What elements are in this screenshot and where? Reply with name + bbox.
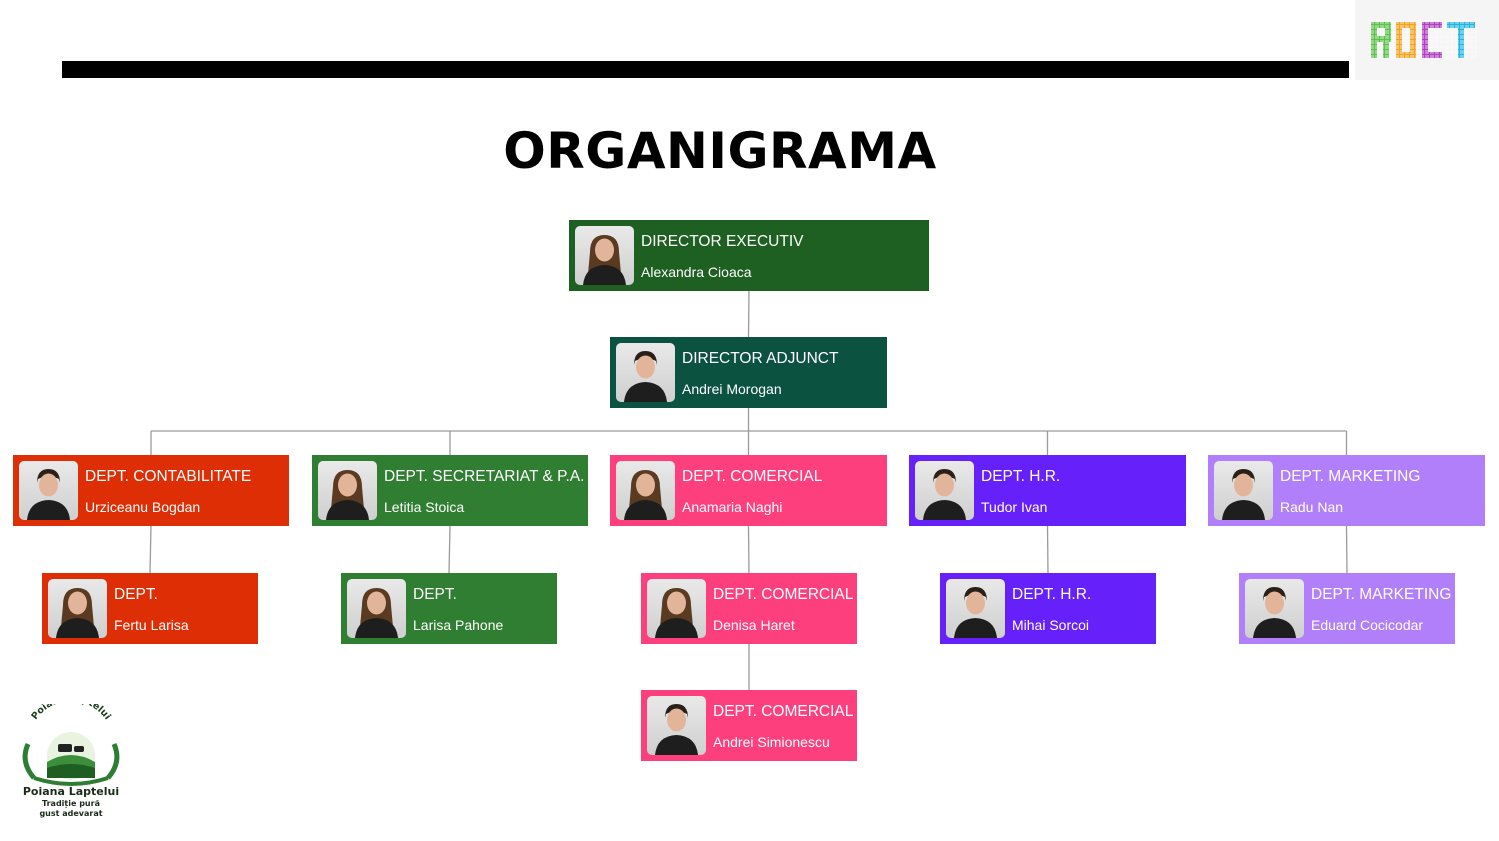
male-photo-icon xyxy=(946,579,1005,638)
node-role: DEPT. MARKETING xyxy=(1311,586,1452,603)
female-photo-icon xyxy=(48,579,107,638)
female-photo-icon xyxy=(318,461,377,520)
node-role: DIRECTOR EXECUTIV xyxy=(641,233,804,250)
node-role: DEPT. CONTABILITATE xyxy=(85,468,252,485)
header-bar xyxy=(62,61,1349,78)
node-role: DEPT. xyxy=(413,586,457,603)
node-person-name: Larisa Pahone xyxy=(413,617,504,633)
node-person-name: Mihai Sorcoi xyxy=(1012,617,1090,633)
page-title: ORGANIGRAMA xyxy=(503,122,937,180)
org-node-acc2: DEPT. Fertu Larisa xyxy=(42,573,258,644)
org-node-hr2: DEPT. H.R. Mihai Sorcoi xyxy=(940,573,1156,644)
org-node-com3: DEPT. COMERCIAL Andrei Simionescu xyxy=(641,690,857,761)
connector-hr-hr2 xyxy=(1046,525,1049,574)
logo-tagline-1: Tradiție pură xyxy=(42,799,100,809)
node-person-name: Fertu Larisa xyxy=(114,617,189,633)
male-photo-icon xyxy=(1245,579,1304,638)
node-role: DEPT. COMERCIAL xyxy=(682,468,823,485)
node-person-name: Urziceanu Bogdan xyxy=(85,499,201,515)
node-role: DEPT. xyxy=(114,586,158,603)
male-photo-icon xyxy=(19,461,78,520)
female-photo-icon xyxy=(347,579,406,638)
connector-sec-sec2 xyxy=(448,525,451,574)
node-role: DEPT. SECRETARIAT & P.A. xyxy=(384,468,585,485)
org-node-sec2: DEPT. Larisa Pahone xyxy=(341,573,557,644)
node-person-name: Anamaria Naghi xyxy=(682,499,783,515)
node-role: DIRECTOR ADJUNCT xyxy=(682,350,839,367)
node-person-name: Andrei Simionescu xyxy=(713,734,830,750)
org-node-acc: DEPT. CONTABILITATE Urziceanu Bogdan xyxy=(13,455,289,526)
female-photo-icon xyxy=(616,461,675,520)
female-photo-icon xyxy=(647,579,706,638)
connector-mkt-mkt2 xyxy=(1345,525,1348,574)
node-person-name: Letitia Stoica xyxy=(384,499,465,515)
org-node-mkt2: DEPT. MARKETING Eduard Cocicodar xyxy=(1239,573,1455,644)
org-node-com2: DEPT. COMERCIAL Denisa Haret xyxy=(641,573,857,644)
org-node-exec: DIRECTOR EXECUTIV Alexandra Cioaca xyxy=(569,220,929,291)
male-photo-icon xyxy=(647,696,706,755)
node-person-name: Alexandra Cioaca xyxy=(641,264,752,280)
male-photo-icon xyxy=(915,461,974,520)
org-node-com: DEPT. COMERCIAL Anamaria Naghi xyxy=(610,455,887,526)
logo-arc-text: Poiana Laptelui xyxy=(29,704,112,722)
node-person-name: Andrei Morogan xyxy=(682,381,782,397)
node-role: DEPT. H.R. xyxy=(981,468,1061,485)
node-role: DEPT. MARKETING xyxy=(1280,468,1421,485)
node-person-name: Radu Nan xyxy=(1280,499,1344,515)
org-node-mkt: DEPT. MARKETING Radu Nan xyxy=(1208,455,1485,526)
node-role: DEPT. H.R. xyxy=(1012,586,1092,603)
node-person-name: Eduard Cocicodar xyxy=(1311,617,1424,633)
org-node-adj: DIRECTOR ADJUNCT Andrei Morogan xyxy=(610,337,887,408)
male-photo-icon xyxy=(616,343,675,402)
connector-com-com2 xyxy=(747,525,750,574)
roct-logo xyxy=(1355,0,1499,80)
org-node-hr: DEPT. H.R. Tudor Ivan xyxy=(909,455,1186,526)
org-node-sec: DEPT. SECRETARIAT & P.A. Letitia Stoica xyxy=(312,455,588,526)
node-role: DEPT. COMERCIAL xyxy=(713,703,854,720)
male-photo-icon xyxy=(1214,461,1273,520)
poiana-laptelui-logo: Poiana Laptelui Poiana Laptelui Tradiție… xyxy=(12,693,130,824)
node-role: DEPT. COMERCIAL xyxy=(713,586,854,603)
female-photo-icon xyxy=(575,226,634,285)
logo-name: Poiana Laptelui xyxy=(23,785,119,798)
connector-exec-adj xyxy=(747,290,750,338)
connector-acc-acc2 xyxy=(149,525,152,574)
logo-tagline-2: gust adevarat xyxy=(39,809,102,818)
node-person-name: Denisa Haret xyxy=(713,617,795,633)
node-person-name: Tudor Ivan xyxy=(981,499,1048,515)
